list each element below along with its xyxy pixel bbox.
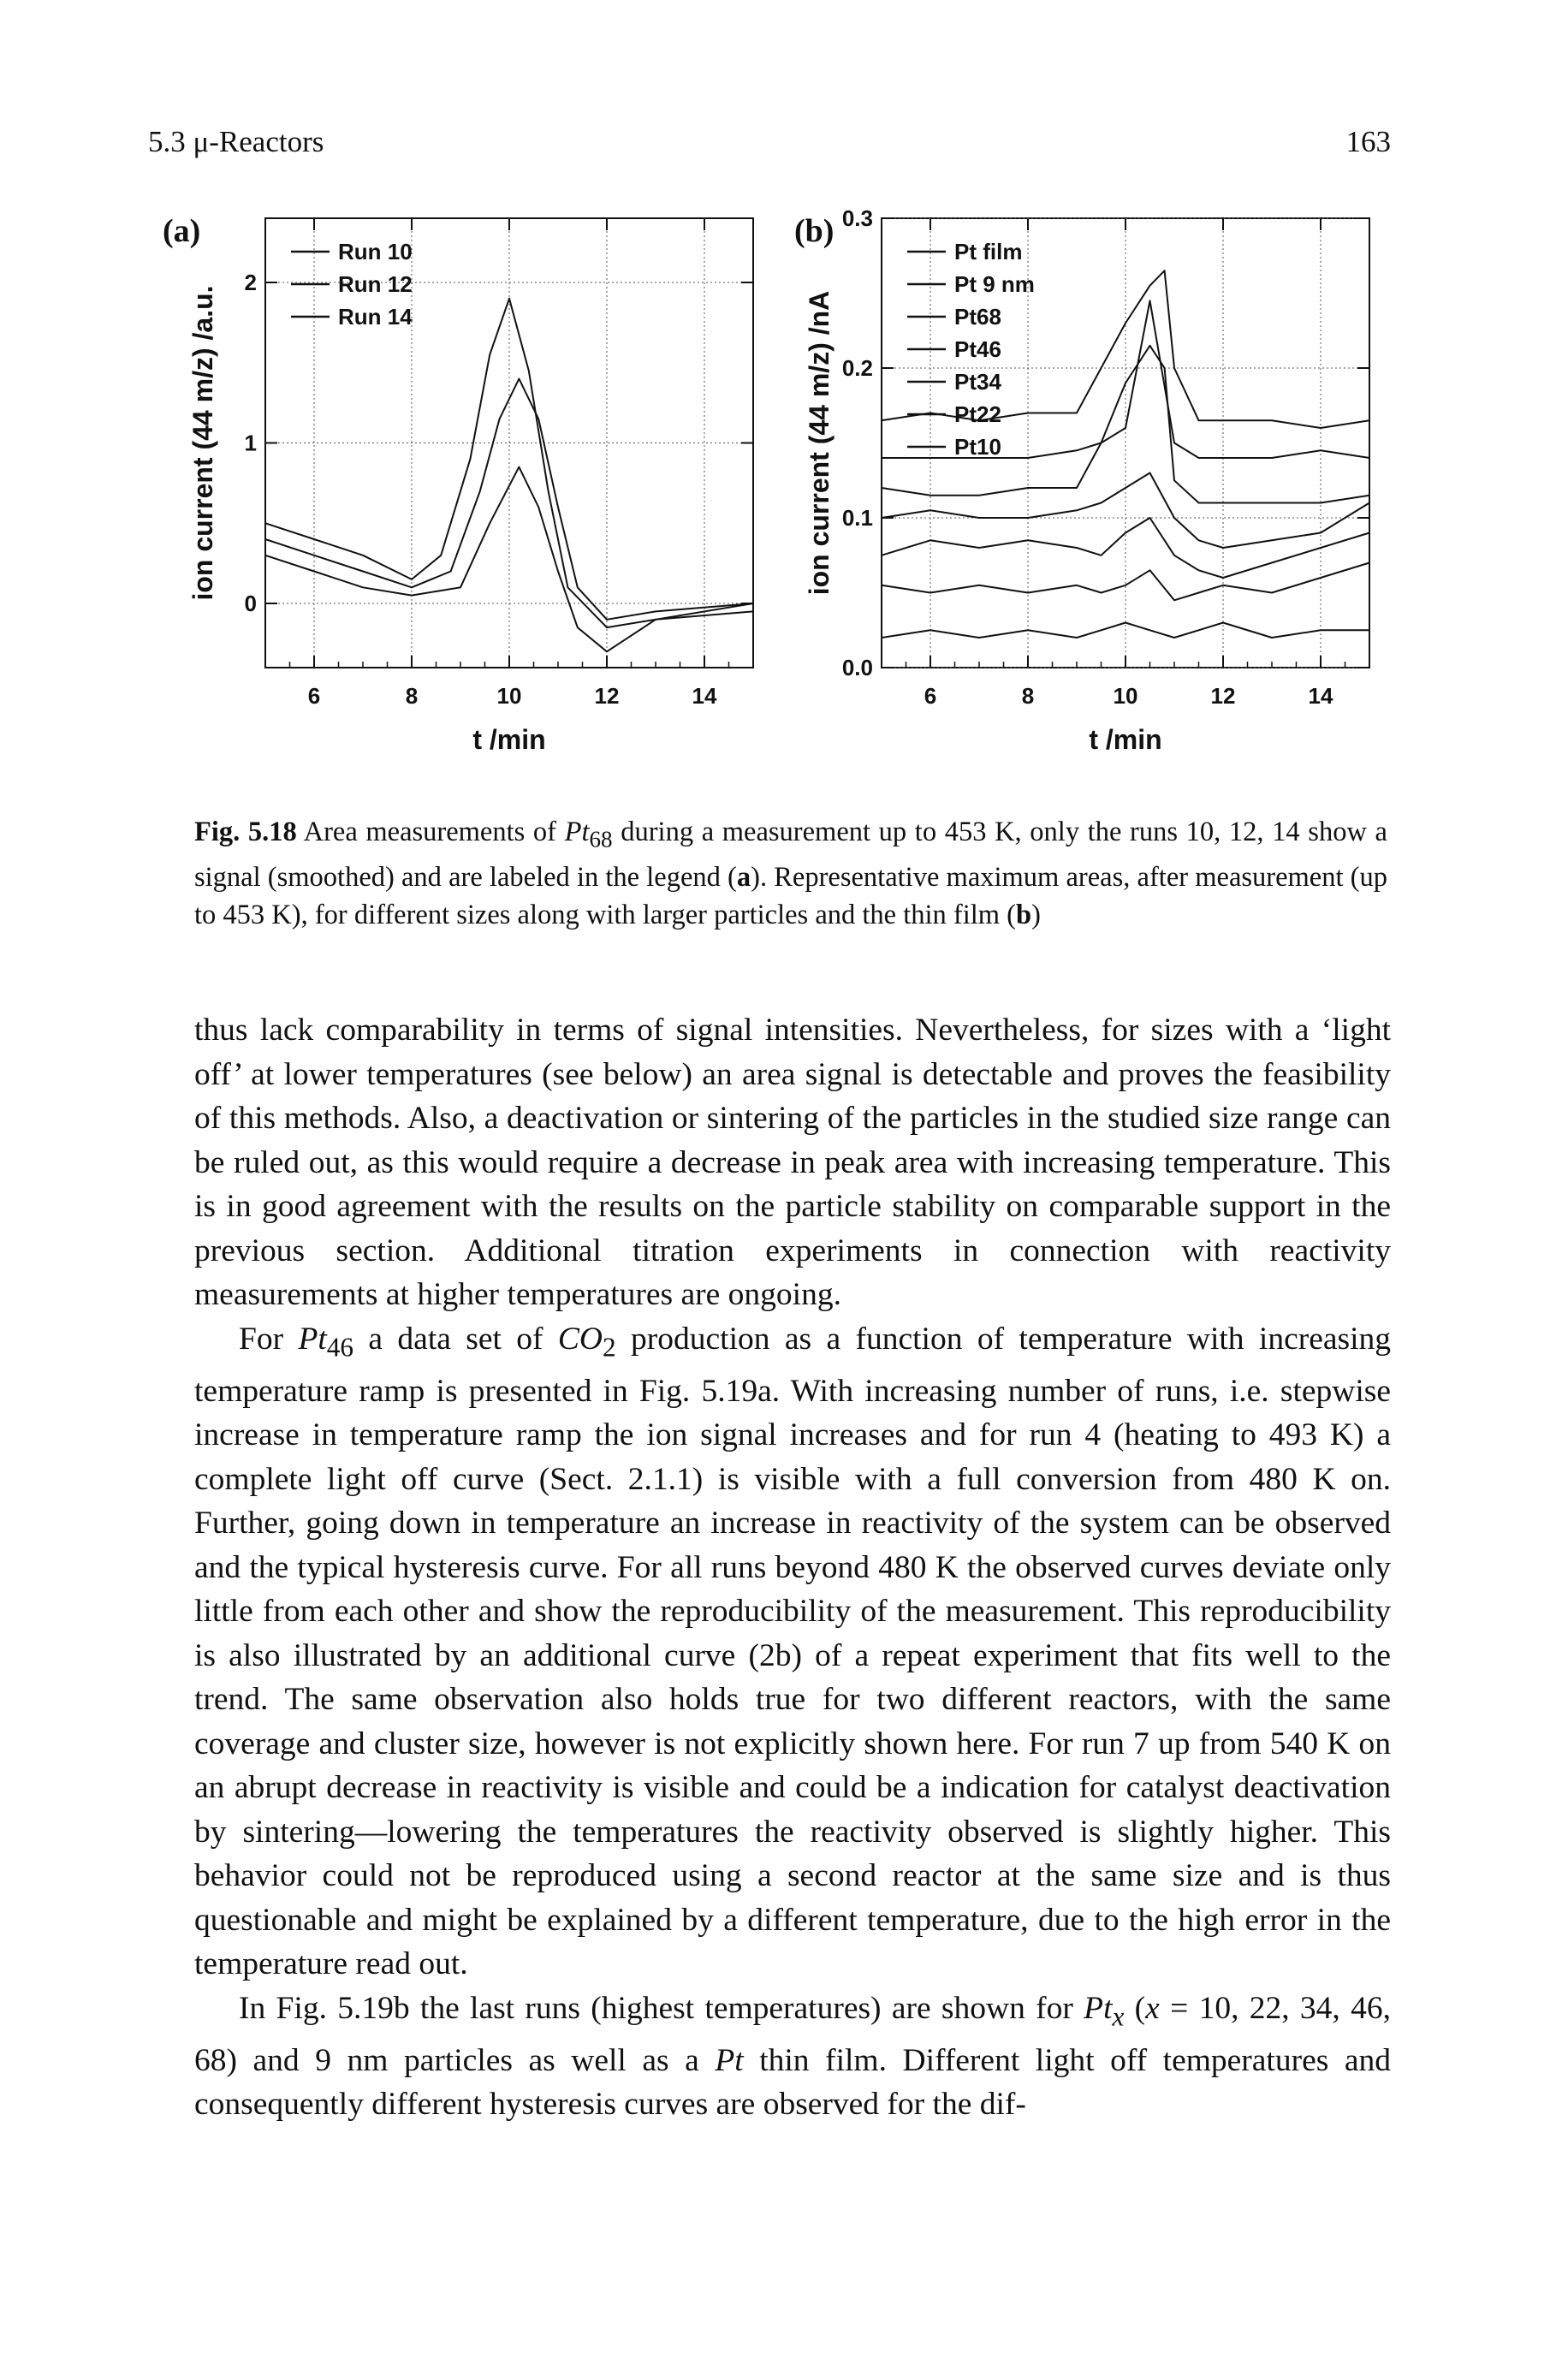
y-tick-label: 0.2 bbox=[842, 355, 873, 381]
caption-ref-b: b bbox=[1016, 899, 1032, 930]
running-head: 5.3 μ-Reactors 163 bbox=[148, 125, 1391, 163]
x-tick-label: 14 bbox=[692, 683, 717, 709]
paragraph-2: For Pt46 a data set of CO2 production as… bbox=[194, 1317, 1391, 1987]
p3-c: = 10, 22, 34, 46, 68) and 9 nm particles… bbox=[194, 1990, 1391, 2078]
p2-co-sub: 2 bbox=[603, 1332, 616, 1362]
y-tick-label: 1 bbox=[245, 431, 257, 456]
p2-c: production as a function of temperature … bbox=[194, 1321, 1392, 1982]
legend-label: Pt22 bbox=[954, 401, 1001, 427]
caption-text-1: Area measurements of bbox=[296, 817, 565, 847]
series-line bbox=[264, 377, 754, 621]
caption-text-2: during a measurement up to 453 K, only t… bbox=[194, 817, 1387, 893]
x-tick-label: 14 bbox=[1309, 683, 1333, 709]
caption-text-3: ). Representative maximum areas, after m… bbox=[194, 861, 1387, 930]
chart-panel-b: 6 8 10 12 14 0.0 0.1 0.2 0.3 t /min ion current (4… bbox=[804, 205, 1370, 755]
x-tick-label: 6 bbox=[924, 683, 936, 709]
y-tick-label: 0 bbox=[245, 591, 257, 616]
y-tick-label: 0.0 bbox=[842, 655, 873, 680]
series-line bbox=[881, 270, 1370, 429]
y-tick-label: 0.1 bbox=[842, 505, 873, 531]
x-tick-label: 6 bbox=[308, 683, 320, 709]
legend-label: Pt34 bbox=[954, 369, 1001, 395]
caption-label: Fig. 5.18 bbox=[194, 817, 297, 847]
paragraph-1: thus lack comparability in terms of sign… bbox=[194, 1013, 1391, 1312]
x-tick-label: 12 bbox=[1211, 683, 1236, 709]
caption-pt68: Pt bbox=[564, 817, 590, 847]
series-line bbox=[264, 297, 754, 629]
y-tick-label: 2 bbox=[245, 270, 257, 295]
p3-a: In Fig. 5.19b the last runs (highest tem… bbox=[239, 1990, 1084, 2026]
p3-x: x bbox=[1145, 1990, 1160, 2026]
p2-pt: Pt bbox=[298, 1321, 327, 1357]
x-tick-label: 10 bbox=[1114, 683, 1138, 709]
p3-pt: Pt bbox=[1084, 1990, 1113, 2026]
series-line bbox=[881, 621, 1369, 639]
panel-b-label: (b) bbox=[794, 213, 834, 249]
caption-ref-a: a bbox=[736, 861, 751, 893]
x-axis-label: t /min bbox=[1089, 724, 1161, 755]
series-line bbox=[881, 344, 1370, 504]
legend-label: Run 14 bbox=[338, 304, 413, 330]
p2-b: a data set of bbox=[353, 1321, 558, 1357]
x-tick-label: 8 bbox=[406, 683, 418, 709]
body-text: thus lack comparability in terms of sign… bbox=[194, 1008, 1391, 2127]
caption-text-4: ) bbox=[1031, 899, 1041, 930]
legend-label: Pt10 bbox=[954, 434, 1001, 460]
y-tick-label: 0.3 bbox=[842, 205, 873, 231]
p2-a: For bbox=[239, 1321, 299, 1357]
series-line bbox=[881, 517, 1370, 579]
page-number: 163 bbox=[1345, 125, 1392, 158]
series-line bbox=[264, 466, 754, 653]
series-line bbox=[881, 472, 1370, 549]
p3-b: ( bbox=[1124, 1990, 1146, 2026]
legend-label: Pt 9 nm bbox=[954, 271, 1035, 297]
x-tick-label: 8 bbox=[1022, 683, 1034, 709]
caption-pt68-sub: 68 bbox=[589, 826, 613, 852]
p3-pt2: Pt bbox=[715, 2042, 744, 2078]
legend-label: Run 10 bbox=[338, 239, 413, 264]
legend-label: Pt film bbox=[954, 239, 1022, 264]
paragraph-3: In Fig. 5.19b the last runs (highest tem… bbox=[194, 1987, 1391, 2127]
x-tick-label: 12 bbox=[595, 683, 620, 709]
x-axis-label: t /min bbox=[472, 724, 545, 755]
p3-d: thin film. Different light off temperatu… bbox=[194, 2042, 1391, 2123]
y-axis-label: ion current (44 m/z) /nA bbox=[804, 291, 834, 596]
legend-label: Run 12 bbox=[338, 271, 413, 297]
p3-pt-sub: x bbox=[1112, 2001, 1125, 2031]
y-axis-label: ion current (44 m/z) /a.u. bbox=[187, 285, 218, 600]
legend-label: Pt68 bbox=[954, 304, 1001, 330]
p2-pt-sub: 46 bbox=[326, 1332, 354, 1362]
panel-a-label: (a) bbox=[163, 213, 201, 249]
x-tick-label: 10 bbox=[497, 683, 522, 709]
series-line bbox=[881, 561, 1370, 602]
p2-co: CO bbox=[557, 1321, 603, 1357]
section-title: 5.3 μ-Reactors bbox=[148, 125, 324, 158]
figure-caption: Fig. 5.18 Area measurements of Pt68 duri… bbox=[194, 813, 1387, 934]
legend-label: Pt46 bbox=[954, 336, 1001, 362]
